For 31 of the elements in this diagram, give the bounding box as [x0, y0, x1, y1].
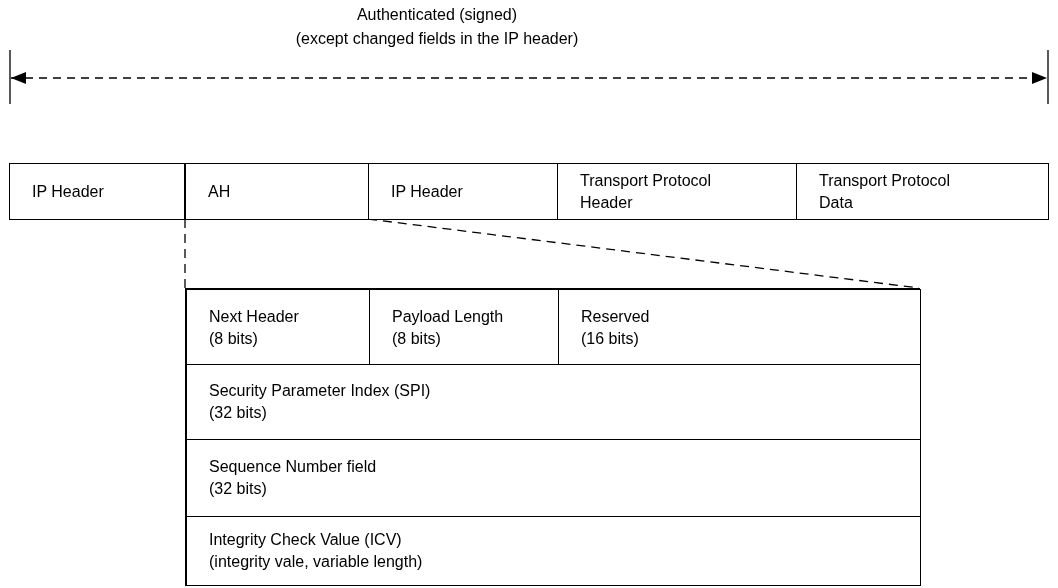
annotation-text: (except changed fields in the IP header): [295, 29, 579, 49]
field-label: Transport Protocol Header: [580, 170, 712, 213]
field-label: Next Header: [209, 306, 300, 327]
field-label: Sequence Number field: [209, 457, 378, 477]
field-label: Reserved: [581, 306, 651, 327]
field-cell: [368, 163, 558, 220]
field-label: (32 bits): [209, 403, 268, 423]
header-table: [185, 288, 920, 586]
field-label: Security Parameter Index (SPI): [209, 381, 432, 401]
field-cell: [186, 516, 921, 586]
field-cell: [9, 163, 185, 220]
field-cell: [186, 289, 370, 366]
annotation-text: Authenticated (signed): [356, 5, 518, 25]
field-label: Transport Protocol Data: [819, 170, 951, 213]
field-label: Payload Length: [392, 306, 505, 327]
field-label: IP Header: [391, 181, 464, 202]
field-cell: [185, 163, 369, 220]
field-label: AH: [208, 181, 232, 202]
field-label: (8 bits): [392, 328, 442, 349]
field-label: (32 bits): [209, 479, 268, 499]
field-cell: [186, 364, 921, 440]
field-label: Integrity Check Value (ICV): [209, 530, 403, 550]
field-label: IP Header: [32, 181, 105, 202]
field-label: (8 bits): [209, 328, 259, 349]
field-label: (16 bits): [581, 328, 640, 349]
field-cell: [796, 163, 1049, 220]
field-cell: [186, 439, 921, 517]
field-label: (integrity vale, variable length): [209, 552, 424, 572]
field-cell: [558, 289, 921, 366]
field-cell: [557, 163, 797, 220]
expansion-line: [184, 218, 186, 289]
